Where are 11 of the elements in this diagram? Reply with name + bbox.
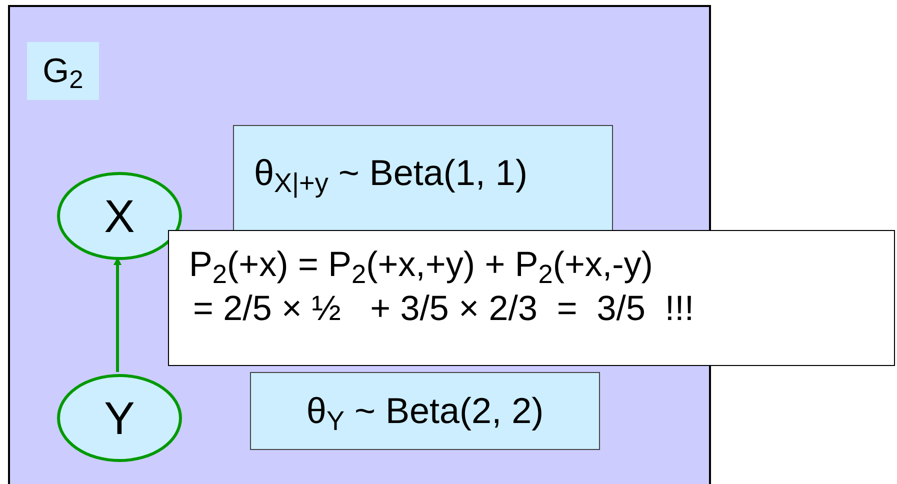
node-text: G$_{2}$	[42, 50, 84, 96]
node-text: θ$_{Y}$ ~ Beta(2, 2)	[306, 389, 544, 438]
node-text: = 2/5 × ½ + 3/5 × 2/3 = 3/5 !!!	[192, 288, 696, 330]
prior-box	[250, 372, 600, 450]
node-text: X	[104, 188, 135, 244]
arrow	[114, 257, 122, 372]
node-text: Y	[104, 390, 135, 446]
node-text: θ$_{X|+y}$ ~ Beta(1, 1)	[254, 151, 528, 200]
node-text: P$_{2}$(+x) = P$_{2}$(+x,+y) + P$_{2}$(+x,-y)	[189, 244, 654, 287]
formula-tooltip	[168, 230, 895, 366]
graph-label-box	[27, 42, 99, 100]
